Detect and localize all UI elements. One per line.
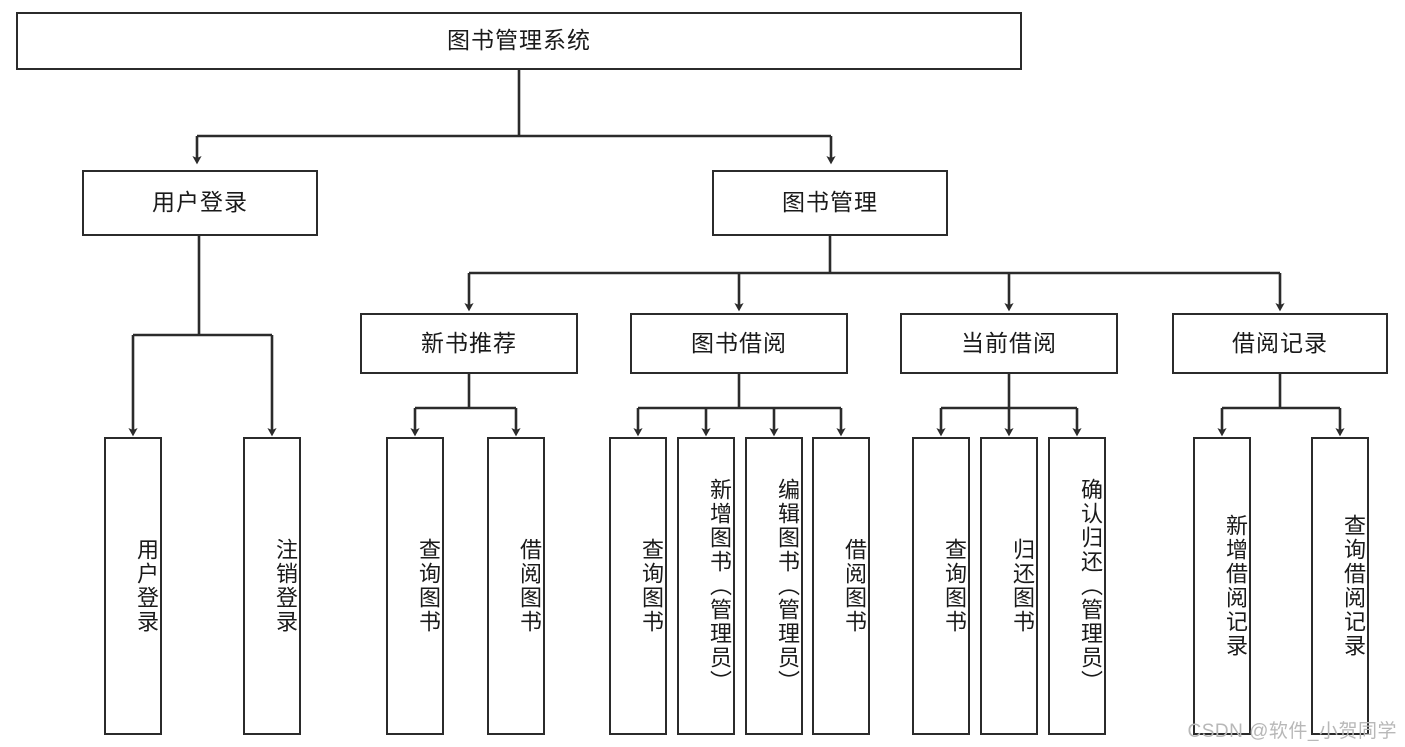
- node-label: 借阅记录: [1232, 329, 1328, 356]
- node-book-management[interactable]: 图书管理: [712, 170, 948, 236]
- node-label: 借阅图书: [517, 538, 542, 634]
- node-label: 新增图书（管理员）: [707, 478, 732, 694]
- node-borrow-record[interactable]: 借阅记录: [1172, 313, 1388, 374]
- node-label: 查询图书: [942, 538, 967, 634]
- node-leaf-borrow-book[interactable]: 借阅图书: [812, 437, 870, 735]
- node-leaf-borrow-book-recommend[interactable]: 借阅图书: [487, 437, 545, 735]
- node-leaf-query-book-recommend[interactable]: 查询图书: [386, 437, 444, 735]
- node-leaf-add-borrow-record[interactable]: 新增借阅记录: [1193, 437, 1251, 735]
- node-leaf-return-book[interactable]: 归还图书: [980, 437, 1038, 735]
- node-label: 查询借阅记录: [1341, 514, 1366, 658]
- node-leaf-user-login[interactable]: 用户登录: [104, 437, 162, 735]
- node-leaf-edit-book-admin[interactable]: 编辑图书（管理员）: [745, 437, 803, 735]
- node-label: 当前借阅: [961, 329, 1057, 356]
- node-leaf-query-book[interactable]: 查询图书: [609, 437, 667, 735]
- node-leaf-add-book-admin[interactable]: 新增图书（管理员）: [677, 437, 735, 735]
- node-leaf-confirm-return-admin[interactable]: 确认归还（管理员）: [1048, 437, 1106, 735]
- node-label: 新增借阅记录: [1223, 514, 1248, 658]
- node-label: 查询图书: [416, 538, 441, 634]
- node-label: 图书管理: [782, 189, 878, 216]
- node-leaf-query-book-current[interactable]: 查询图书: [912, 437, 970, 735]
- node-label: 图书管理系统: [447, 27, 591, 54]
- node-label: 借阅图书: [842, 538, 867, 634]
- node-label: 确认归还（管理员）: [1078, 478, 1103, 694]
- node-label: 用户登录: [134, 538, 159, 634]
- node-label: 新书推荐: [421, 329, 517, 356]
- node-label: 注销登录: [273, 538, 298, 634]
- node-user-login[interactable]: 用户登录: [82, 170, 318, 236]
- node-leaf-logout[interactable]: 注销登录: [243, 437, 301, 735]
- node-label: 归还图书: [1010, 538, 1035, 634]
- node-book-borrow[interactable]: 图书借阅: [630, 313, 848, 374]
- node-label: 查询图书: [639, 538, 664, 634]
- node-label: 用户登录: [152, 189, 248, 216]
- node-current-borrow[interactable]: 当前借阅: [900, 313, 1118, 374]
- node-label: 编辑图书（管理员）: [775, 478, 800, 694]
- node-leaf-query-borrow-record[interactable]: 查询借阅记录: [1311, 437, 1369, 735]
- node-new-book-recommend[interactable]: 新书推荐: [360, 313, 578, 374]
- node-label: 图书借阅: [691, 329, 787, 356]
- node-root-system[interactable]: 图书管理系统: [16, 12, 1022, 70]
- watermark-text: CSDN @软件_小贺同学: [1187, 721, 1397, 742]
